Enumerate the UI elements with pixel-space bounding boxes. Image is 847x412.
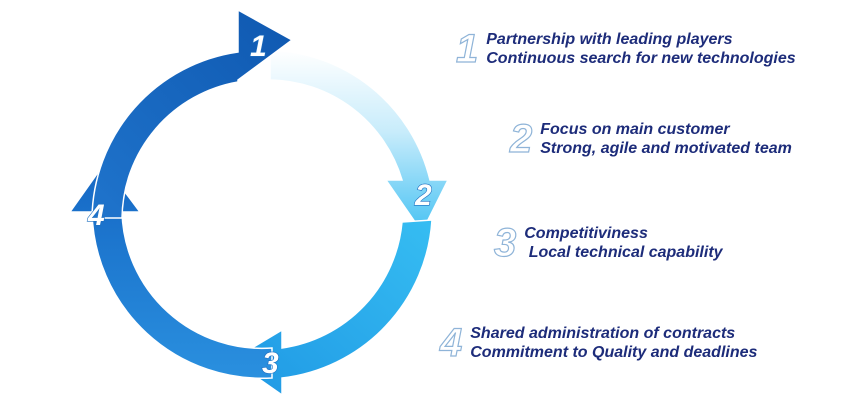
step-description-2: 2 Focus on main customer Strong, agile a…: [509, 117, 792, 161]
step-4-line-1: Shared administration of contracts: [470, 325, 736, 342]
step-1-line-1: Partnership with leading players: [486, 31, 733, 48]
step-description-3: 3 Competitiviness Local technical capabi…: [493, 221, 723, 265]
step-label-3: 3: [262, 347, 279, 380]
step-description-4: 4 Shared administration of contracts Com…: [439, 321, 758, 365]
step-label-1: 1: [250, 30, 267, 63]
step-number-3: 3: [493, 221, 517, 265]
cycle-arrow-2: [269, 49, 450, 234]
step-number-2: 2: [509, 117, 533, 161]
step-label-2: 2: [414, 179, 432, 212]
step-2-line-1: Focus on main customer: [540, 121, 730, 138]
cycle-arrow-1: [91, 8, 294, 219]
step-number-4: 4: [439, 321, 463, 365]
step-2-line-2: Strong, agile and motivated team: [540, 140, 792, 157]
step-1-line-2: Continuous search for new technologies: [486, 50, 796, 67]
step-number-1: 1: [455, 27, 479, 71]
step-4-line-2: Commitment to Quality and deadlines: [470, 344, 758, 361]
step-description-1: 1 Partnership with leading players Conti…: [455, 27, 796, 71]
step-3-line-1: Competitiviness: [524, 225, 648, 242]
step-3-line-2: Local technical capability: [524, 244, 723, 261]
step-label-4: 4: [87, 199, 105, 232]
